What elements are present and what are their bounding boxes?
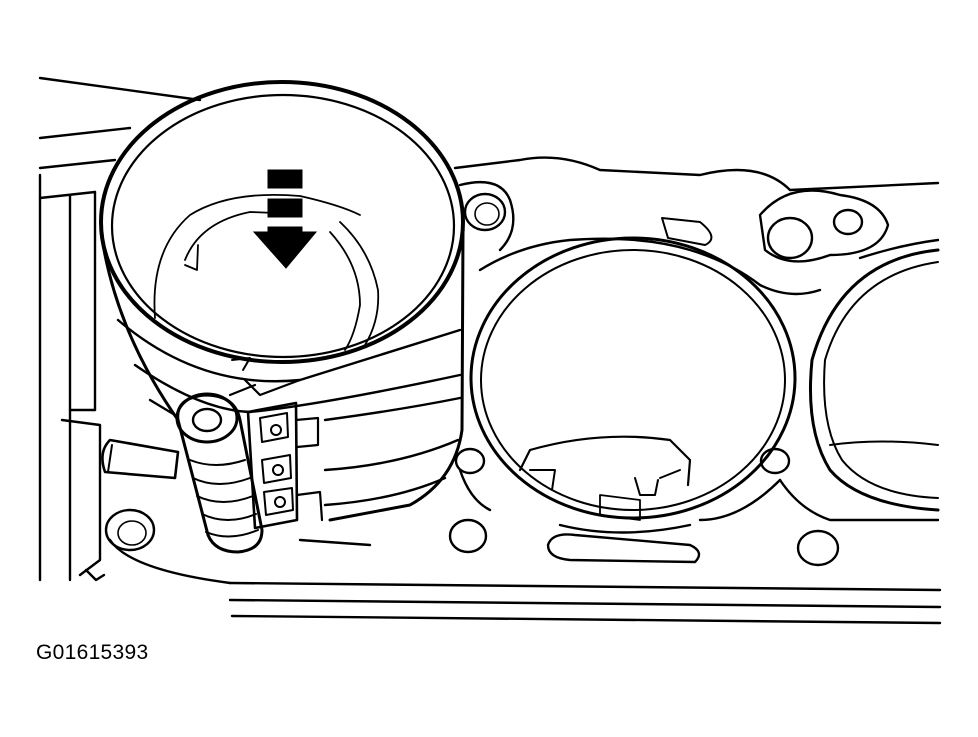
bolt-hole <box>766 216 814 260</box>
bolt-hole <box>454 447 486 475</box>
bolt-hole <box>104 508 156 552</box>
down-arrow-icon <box>252 169 318 269</box>
bolt-hole <box>832 208 864 236</box>
figure-code: G01615393 <box>36 641 149 664</box>
bolt-hole <box>448 518 488 554</box>
compressor-latch <box>101 383 324 554</box>
bolt-hole <box>796 529 840 567</box>
cylinder-bore-3 <box>809 248 940 512</box>
bolt-hole <box>463 192 507 232</box>
cylinder-bore-2 <box>469 236 797 520</box>
engine-block-deck <box>38 76 942 625</box>
deck-holes <box>104 189 890 567</box>
piston-ring-compressor <box>99 80 465 522</box>
bolt-hole <box>759 447 791 475</box>
ratchet-eye <box>175 392 239 444</box>
